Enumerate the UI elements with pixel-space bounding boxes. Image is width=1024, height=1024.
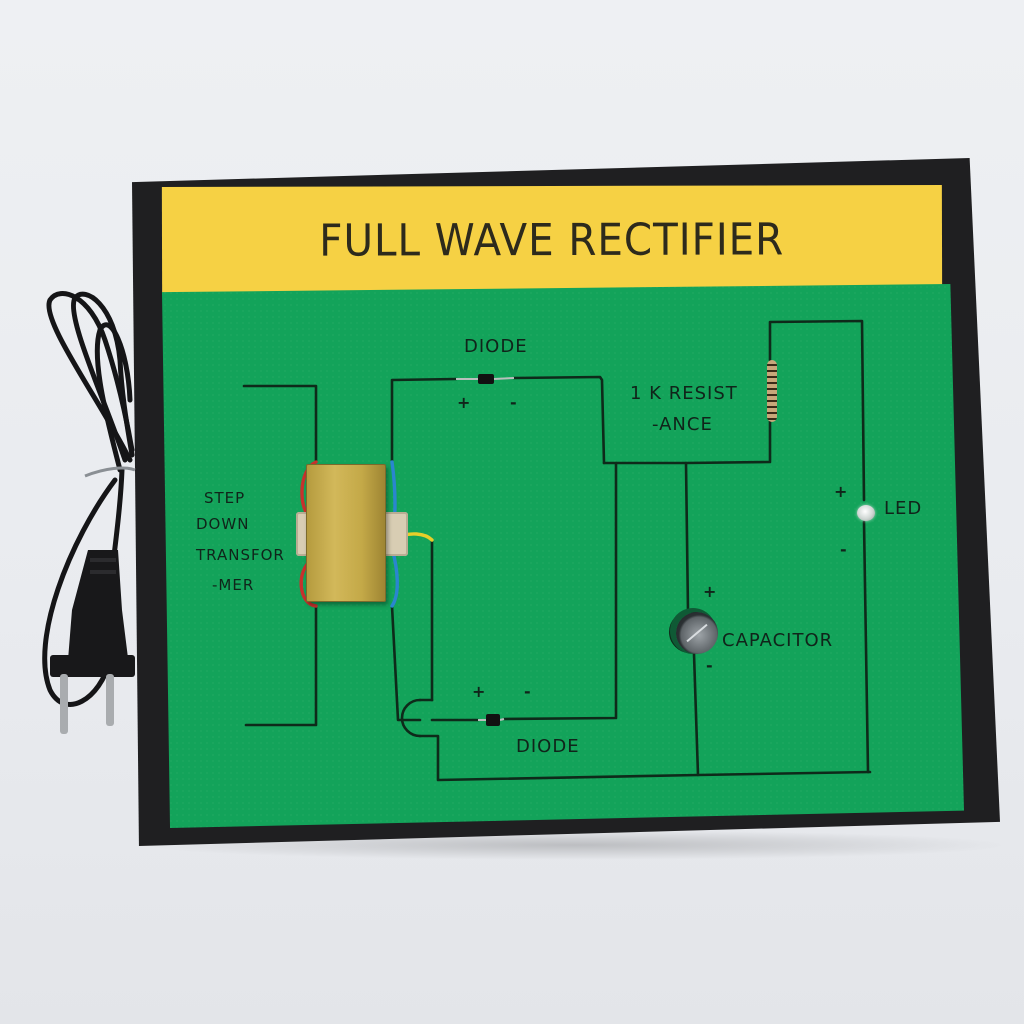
- diode-top-plus: +: [457, 393, 471, 412]
- label-transfor: TRANSFOR: [196, 546, 285, 564]
- plug-icon: [50, 550, 135, 734]
- capacitor-plus: +: [703, 582, 717, 601]
- led: [857, 505, 875, 521]
- board-title: FULL WAVE RECTIFIER: [319, 213, 785, 267]
- label-capacitor: CAPACITOR: [722, 630, 834, 651]
- title-strip: FULL WAVE RECTIFIER: [161, 184, 943, 296]
- resistor-1k: [767, 360, 777, 422]
- label-resistance-1: 1 K RESIST: [630, 383, 738, 404]
- label-step: STEP: [204, 489, 246, 507]
- led-minus: -: [840, 540, 847, 559]
- diode-bottom-plus: +: [472, 682, 486, 701]
- label-diode-top: DIODE: [464, 336, 528, 357]
- label-down: DOWN: [196, 515, 250, 533]
- capacitor-minus: -: [706, 656, 713, 675]
- power-cord: [42, 291, 136, 734]
- label-resistance-2: -ANCE: [652, 414, 713, 435]
- electrolytic-capacitor: [676, 612, 718, 654]
- led-plus: +: [834, 482, 848, 501]
- label-diode-bottom: DIODE: [516, 736, 580, 757]
- label-led: LED: [884, 498, 923, 519]
- step-down-transformer: [306, 464, 386, 602]
- diode-bottom: [486, 714, 500, 726]
- label-mer: -MER: [212, 576, 255, 594]
- diode-top-minus: -: [510, 393, 517, 412]
- diode-bottom-minus: -: [524, 682, 531, 701]
- diode-top: [478, 374, 494, 384]
